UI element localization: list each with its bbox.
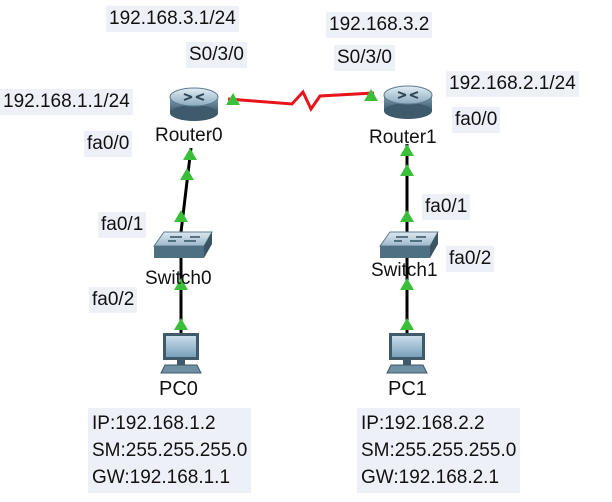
pc-icon[interactable] [160, 333, 202, 374]
router0-lan-port: fa0/0 [84, 131, 133, 157]
link-light-icon [400, 318, 414, 330]
link-light-icon [400, 278, 414, 290]
router1-serial-ip: 192.168.3.2 [326, 12, 433, 38]
link-light-icon [400, 210, 414, 222]
pc-icon[interactable] [386, 333, 428, 374]
router-icon[interactable] [169, 87, 219, 121]
link-light-icon [174, 318, 188, 330]
pc1-gateway: GW:192.168.2.1 [361, 467, 500, 488]
router-icon[interactable] [383, 85, 433, 119]
switch1-down-port: fa0/2 [446, 246, 495, 272]
pc0-gateway: GW:192.168.1.1 [92, 467, 231, 488]
link-light-icon [400, 144, 414, 156]
router1-lan-ip: 192.168.2.1/24 [446, 71, 579, 97]
router0-name: Router0 [155, 125, 223, 146]
link-light-icon [174, 210, 188, 222]
switch0-up-port: fa0/1 [98, 212, 147, 238]
pc0-subnet-mask: SM:255.255.255.0 [92, 440, 248, 461]
link-light-icon [183, 148, 197, 160]
link-light-icon [400, 164, 414, 176]
switch1-up-port: fa0/1 [422, 194, 471, 220]
pc1-subnet-mask: SM:255.255.255.0 [361, 440, 517, 461]
router1-name: Router1 [369, 127, 437, 148]
pc0-config: IP:192.168.1.2 SM:255.255.255.0 GW:192.1… [88, 408, 252, 493]
router0-lan-ip: 192.168.1.1/24 [0, 89, 133, 115]
switch0-down-port: fa0/2 [89, 287, 138, 313]
router0-serial-ip: 192.168.3.1/24 [106, 6, 239, 32]
pc1-ip: IP:192.168.2.2 [361, 413, 485, 434]
serial-link-router0-router1[interactable] [227, 89, 375, 112]
link-light-icon [180, 168, 194, 180]
pc1-config: IP:192.168.2.2 SM:255.255.255.0 GW:192.1… [357, 408, 521, 493]
pc1-name: PC1 [388, 378, 427, 400]
switch1-name: Switch1 [371, 260, 438, 281]
switch-icon[interactable] [379, 231, 439, 258]
router0-serial-port: S0/3/0 [186, 42, 247, 68]
switch0-name: Switch0 [145, 268, 212, 289]
router1-serial-port: S0/3/0 [334, 45, 395, 71]
pc0-name: PC0 [159, 378, 198, 400]
switch-icon[interactable] [153, 231, 213, 258]
pc0-ip: IP:192.168.1.2 [92, 413, 216, 434]
link-light-icon [174, 278, 188, 290]
link-light-icon [226, 93, 240, 105]
link-light-icon [364, 89, 378, 101]
router1-lan-port: fa0/0 [452, 107, 501, 133]
